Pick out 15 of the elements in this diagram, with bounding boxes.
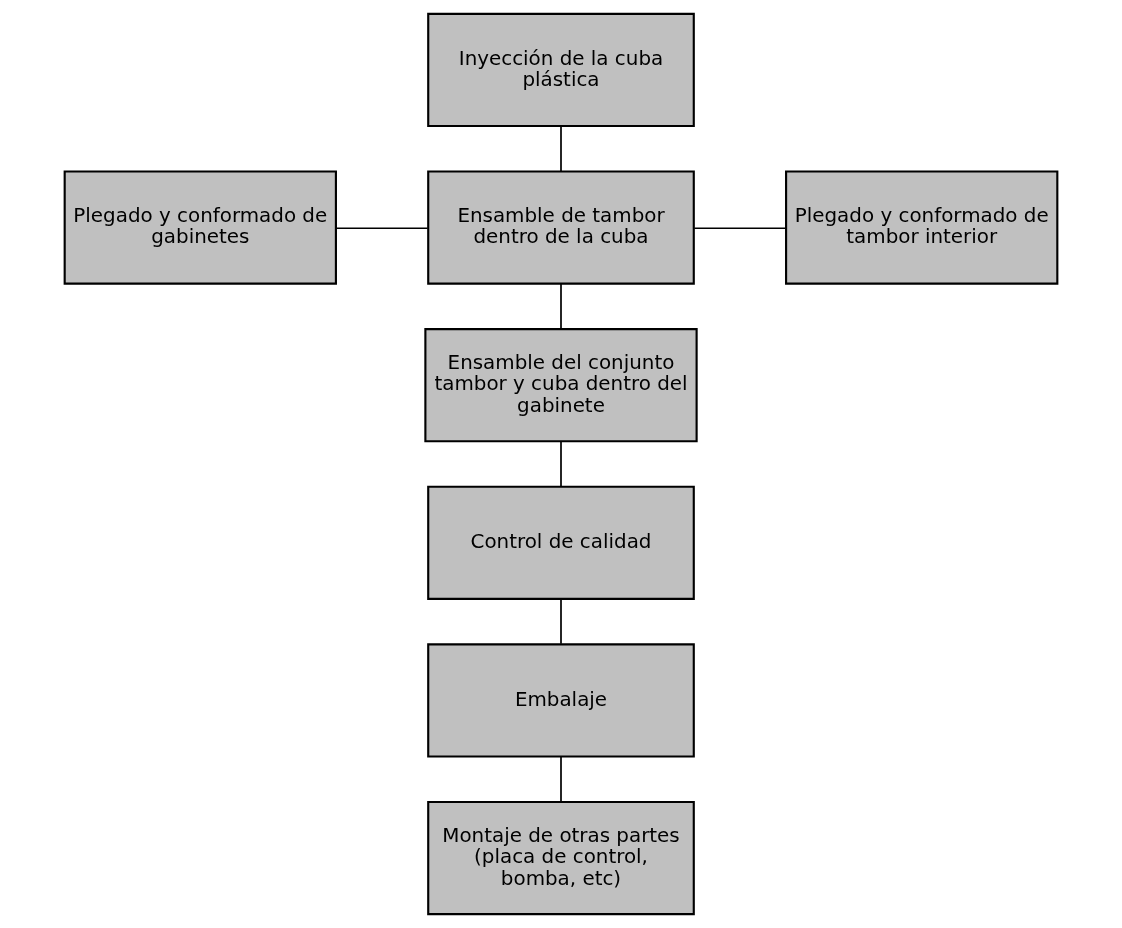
connector bbox=[560, 756, 562, 803]
connector bbox=[693, 227, 787, 230]
node-box: Ensamble del conjunto tambor y cuba dentro del gabinete bbox=[424, 328, 698, 443]
node-box: Control de calidad bbox=[427, 485, 695, 600]
connector bbox=[560, 125, 562, 172]
connector bbox=[335, 227, 429, 230]
node-box: Plegado y conformado de tambor interior bbox=[785, 170, 1059, 285]
node-box: Ensamble de tambor dentro de la cuba bbox=[427, 170, 695, 285]
connector bbox=[560, 440, 562, 488]
node-box: Inyección de la cuba plástica bbox=[427, 12, 695, 128]
connector bbox=[560, 598, 562, 645]
node-box: Embalaje bbox=[427, 643, 695, 758]
node-box: Plegado y conformado de gabinetes bbox=[63, 170, 337, 285]
connector bbox=[560, 283, 562, 330]
node-box: Montaje de otras partes (placa de control, bomba, etc) bbox=[427, 800, 695, 916]
